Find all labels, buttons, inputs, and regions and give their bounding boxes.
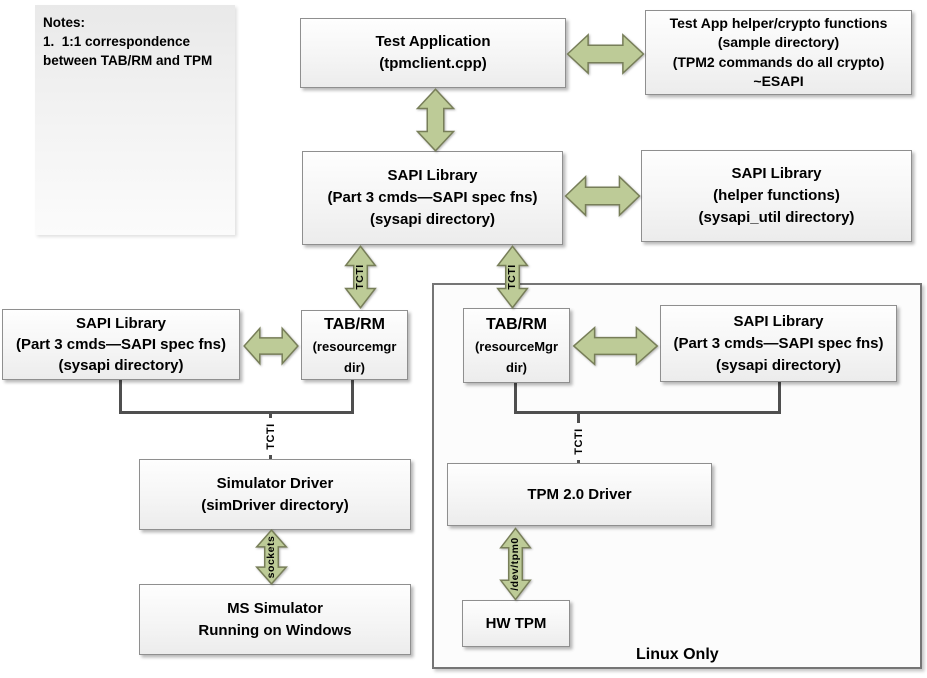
box-text: (helper functions) [713, 187, 840, 204]
box-text: dir) [344, 359, 365, 375]
box-text: SAPI Library [731, 165, 822, 182]
box-test-app-helper: Test App helper/crypto functions (sample… [645, 10, 912, 95]
box-sapi-library-center: SAPI Library (Part 3 cmds—SAPI spec fns)… [302, 151, 563, 245]
connector-line [514, 383, 517, 413]
arrow-sapileft-tabrm [243, 324, 299, 368]
box-text: Simulator Driver [216, 474, 334, 492]
box-sapi-library-left: SAPI Library (Part 3 cmds—SAPI spec fns)… [2, 309, 240, 380]
tcti-label: TCTI [571, 423, 586, 460]
box-text: (resourceMgr [474, 339, 559, 354]
arrow-sockets [253, 529, 290, 585]
box-text: Test App helper/crypto functions [669, 14, 888, 31]
box-simulator-driver: Simulator Driver (simDriver directory) [139, 459, 411, 530]
box-text: TAB/RM [323, 315, 386, 333]
connector-line [119, 380, 122, 413]
box-tabrm-right: TAB/RM (resourceMgr dir) [463, 308, 570, 383]
box-ms-simulator: MS Simulator Running on Windows [139, 584, 411, 655]
box-text: (sysapi_util directory) [698, 209, 855, 226]
box-text: SAPI Library [75, 315, 167, 332]
connector-line [351, 380, 354, 413]
box-text: (sysapi directory) [715, 356, 842, 374]
box-tpm-20-driver: TPM 2.0 Driver [447, 463, 712, 526]
sockets-label: sockets [265, 535, 277, 579]
box-test-application: Test Application (tpmclient.cpp) [300, 18, 566, 88]
box-text: Test Application [375, 33, 491, 50]
box-text: (tpmclient.cpp) [379, 55, 487, 72]
box-text: TAB/RM [485, 316, 548, 333]
notes-line: 1. 1:1 correspondence [43, 34, 191, 49]
box-text: ~ESAPI [753, 73, 804, 89]
box-text: dir) [506, 360, 527, 375]
tcti-label: TCTI [354, 264, 366, 290]
connector-line [514, 411, 781, 414]
arrow-tcti-right [494, 245, 531, 309]
box-tabrm-left: TAB/RM (resourcemgr dir) [301, 310, 408, 380]
box-text: (sample directory) [717, 34, 840, 50]
connector-line [119, 411, 354, 414]
box-sapi-library-helper: SAPI Library (helper functions) (sysapi_… [641, 150, 912, 242]
box-text: (sysapi directory) [58, 357, 184, 374]
arrow-testapp-sapi [413, 88, 458, 152]
box-text: (TPM2 commands do all crypto) [672, 53, 885, 70]
arrow-sapi-sapihelper [564, 172, 641, 220]
box-text: TPM 2.0 Driver [527, 485, 632, 503]
box-hw-tpm: HW TPM [462, 600, 570, 647]
notes-panel: Notes: 1. 1:1 correspondence between TAB… [35, 5, 235, 235]
box-text: MS Simulator [227, 599, 323, 617]
box-text: Running on Windows [198, 621, 352, 639]
arrow-testapp-helper [566, 30, 645, 78]
box-text: (sysapi directory) [369, 211, 496, 228]
connector-line [778, 382, 781, 413]
notes-line: between TAB/RM and TPM [43, 53, 213, 68]
box-text: HW TPM [485, 614, 547, 632]
arrow-dev-tpm0 [497, 527, 534, 601]
box-text: (Part 3 cmds—SAPI spec fns) [673, 334, 884, 352]
arrow-tcti-left [342, 245, 379, 309]
box-text: (simDriver directory) [201, 496, 349, 514]
box-text: SAPI Library [387, 167, 478, 184]
box-text: SAPI Library [733, 312, 824, 330]
tcti-label: TCTI [506, 264, 518, 290]
tcti-label: TCTI [263, 418, 278, 455]
box-text: (Part 3 cmds—SAPI spec fns) [15, 336, 227, 353]
notes-title: Notes: [43, 15, 86, 30]
dev-tpm0-label: /dev/tpm0 [509, 537, 521, 591]
box-text: (Part 3 cmds—SAPI spec fns) [327, 189, 538, 206]
box-sapi-library-right: SAPI Library (Part 3 cmds—SAPI spec fns)… [660, 305, 897, 382]
box-text: (resourcemgr [312, 338, 397, 354]
arrow-tabrm-sapiright [572, 323, 659, 369]
linux-only-label: Linux Only [636, 646, 719, 663]
